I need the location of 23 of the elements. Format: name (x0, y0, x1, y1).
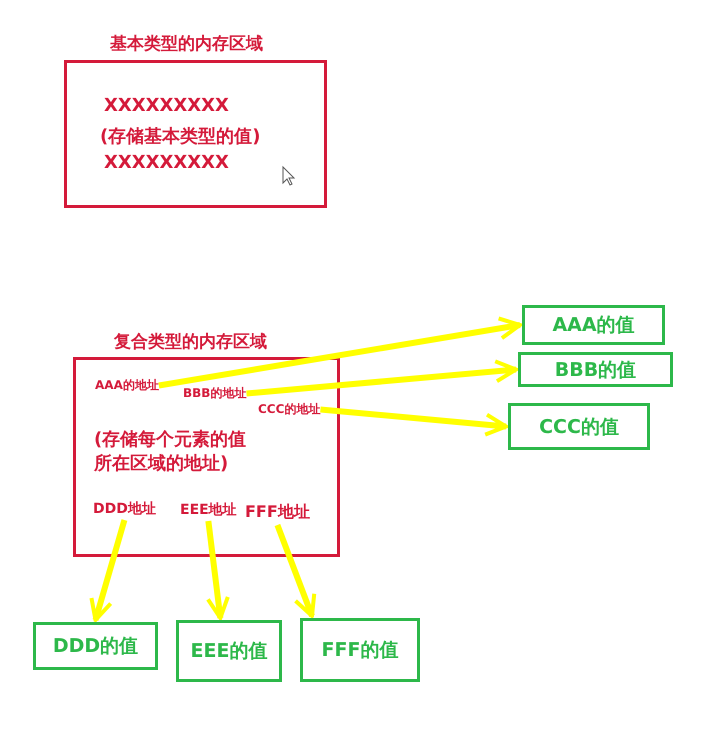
arrow (246, 359, 518, 396)
arrow (89, 519, 128, 622)
region-note: (存储基本类型的值) (100, 125, 260, 148)
value-box: CCC的值 (508, 403, 650, 450)
region-note: XXXXXXXXX (104, 152, 229, 173)
address-label: DDD地址 (93, 500, 156, 518)
arrow (158, 316, 522, 388)
region-note: XXXXXXXXX (104, 95, 229, 116)
value-box: FFF的值 (300, 618, 420, 682)
value-box: BBB的值 (518, 352, 673, 387)
address-label: EEE地址 (180, 501, 237, 519)
arrow (205, 520, 230, 620)
value-box: DDD的值 (33, 622, 158, 670)
address-label: CCC的地址 (258, 401, 320, 418)
region-note: (存储每个元素的值所在区域的地址) (94, 428, 248, 476)
value-box: AAA的值 (522, 305, 665, 345)
address-label: FFF地址 (245, 502, 310, 523)
arrow (274, 524, 316, 618)
address-label: BBB的地址 (183, 385, 246, 402)
value-box: EEE的值 (176, 620, 282, 682)
region-heading: 基本类型的内存区域 (110, 33, 263, 55)
region-heading: 复合类型的内存区域 (114, 331, 267, 353)
address-label: AAA的地址 (95, 377, 159, 394)
